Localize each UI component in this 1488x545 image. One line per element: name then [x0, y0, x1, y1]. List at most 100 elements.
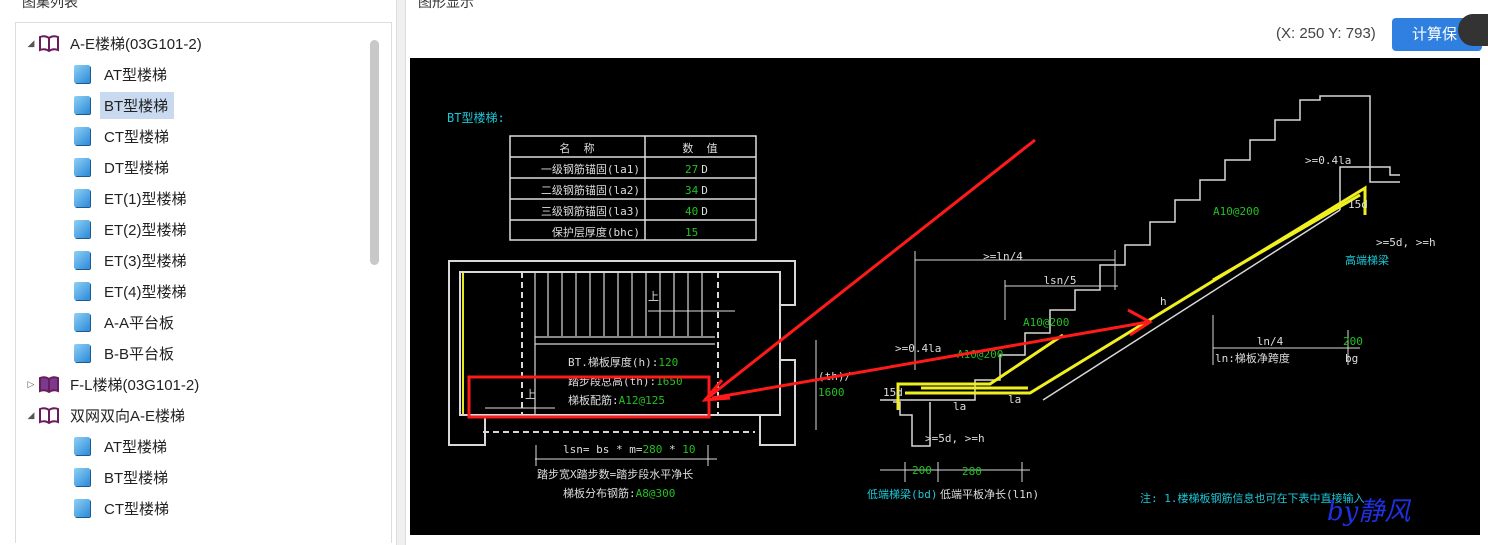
drawing-page-icon [74, 189, 90, 207]
overlay-corner [1458, 14, 1488, 46]
svg-text:梯板分布钢筋:A8@300: 梯板分布钢筋:A8@300 [563, 486, 675, 500]
table-row-value[interactable]: 34 [685, 184, 699, 197]
tree-item-label: ET(3)型楼梯 [104, 252, 187, 270]
expanded-arrow-icon[interactable]: ◢ [27, 37, 35, 48]
tree-item[interactable]: BT型楼梯 [74, 91, 175, 119]
dim-15d-low: 15d [883, 386, 903, 399]
dim-5d-high: >=5d, >=h [1376, 236, 1436, 249]
drawing-page-icon [74, 344, 90, 362]
table-header-name: 名 称 [559, 141, 594, 155]
anchorage-table [509, 135, 757, 241]
rebar-value[interactable]: A12@125 [619, 394, 665, 407]
table-header-value: 数 值 [682, 142, 717, 155]
tree-group[interactable]: ▷F-L楼梯(03G101-2) [24, 371, 205, 397]
high-beam-label: 高端梯梁 [1345, 253, 1389, 267]
tree-group[interactable]: ◢ 双网双向A-E楼梯 [24, 402, 191, 428]
watermark: by静风 [1327, 497, 1411, 527]
tree-item[interactable]: A-A平台板 [74, 309, 180, 335]
tree-item-label: DT型楼梯 [104, 159, 169, 177]
drawing-note: 注: 1.楼梯板钢筋信息也可在下表中直接输入 [1140, 491, 1365, 505]
dim-la-2: la [1008, 393, 1021, 406]
table-row-unit: D [701, 184, 708, 197]
side-dim-value[interactable]: 1600 [818, 386, 845, 399]
low-beam-label: 低端梯梁(bd) [867, 487, 938, 501]
tree-item[interactable]: CT型楼梯 [74, 123, 175, 149]
low-flat-label: 低端平板净长(l1n) [940, 487, 1039, 501]
table-row-name: 保护层厚度(bhc) [552, 225, 640, 239]
right-panel-title: 图形显示 [418, 0, 474, 10]
drawing-page-icon [74, 468, 90, 486]
tree-item-label: BT型楼梯 [100, 91, 175, 119]
table-row-value[interactable]: 27 [685, 163, 698, 176]
drawing-page-icon [74, 96, 90, 114]
drawing-page-icon [74, 65, 90, 83]
drawing-page-icon [74, 251, 90, 269]
tree-item[interactable]: CT型楼梯 [74, 495, 175, 521]
rebar-lines [896, 185, 1367, 410]
tree-item[interactable]: ET(1)型楼梯 [74, 185, 193, 211]
step-width-value[interactable]: 280 [642, 443, 662, 456]
tree-item-label: A-E楼梯(03G101-2) [70, 35, 202, 53]
book-icon [39, 407, 59, 424]
cursor-coordinates: (X: 250 Y: 793) [1276, 25, 1376, 42]
multiply-sign: * [662, 443, 682, 456]
svg-text:34D: 34D [685, 184, 708, 197]
bottom-dim-280[interactable]: 280 [962, 465, 982, 478]
thickness-value[interactable]: 120 [658, 356, 678, 369]
table-row-name: 二级钢筋锚固(la2) [541, 183, 640, 197]
tree-scrollbar[interactable] [370, 40, 379, 265]
panel-splitter[interactable] [396, 0, 406, 545]
rebar-low-label[interactable]: A10@200 [957, 348, 1003, 361]
plan-description: 踏步宽X踏步数=踏步段水平净长 [537, 467, 693, 481]
tree-item-label: 双网双向A-E楼梯 [70, 407, 186, 425]
tree-item-label: CT型楼梯 [104, 128, 169, 146]
dist-rebar-value[interactable]: A8@300 [636, 487, 676, 500]
collapsed-arrow-icon[interactable]: ▷ [27, 378, 35, 389]
svg-text:BT.梯板厚度(h):120: BT.梯板厚度(h):120 [568, 355, 678, 369]
tree-item-label: ET(2)型楼梯 [104, 221, 187, 239]
dim-04la-high: >=0.4la [1305, 154, 1351, 167]
tree-item[interactable]: AT型楼梯 [74, 61, 173, 87]
dim-ln4: ln/4 [1257, 335, 1284, 348]
table-row-name: 三级钢筋锚固(la3) [541, 204, 640, 218]
ln-label: ln:梯板净跨度 [1215, 351, 1290, 365]
tree-item-label: A-A平台板 [104, 314, 175, 332]
table-row-value[interactable]: 15 [685, 226, 698, 239]
bg-label: bg [1345, 352, 1358, 365]
plan-up-label-1: 上 [648, 290, 659, 303]
book-icon [39, 35, 59, 52]
expanded-arrow-icon[interactable]: ◢ [27, 409, 35, 420]
drawing-title: BT型楼梯: [447, 110, 505, 125]
tree-item-label: B-B平台板 [104, 345, 175, 363]
red-annotation [467, 138, 1153, 419]
tree-item[interactable]: ET(3)型楼梯 [74, 247, 193, 273]
drawing-page-icon [74, 127, 90, 145]
dim-04la-low: >=0.4la [895, 342, 941, 355]
table-row-value[interactable]: 40 [685, 205, 698, 218]
stair-plan [448, 260, 796, 446]
drawing-page-icon [74, 158, 90, 176]
dim-5d-low: >=5d, >=h [925, 432, 985, 445]
svg-text:27D: 27D [685, 163, 708, 176]
left-panel-title: 图集列表 [22, 0, 78, 10]
tree-item[interactable]: B-B平台板 [74, 340, 180, 366]
svg-text:lsn= bs * m=280 * 10: lsn= bs * m=280 * 10 [563, 443, 695, 456]
rebar-mid-label[interactable]: A10@200 [1023, 316, 1069, 329]
tree-group[interactable]: ◢ A-E楼梯(03G101-2) [24, 30, 208, 56]
table-row-name: 一级钢筋锚固(la1) [541, 162, 640, 176]
tree-item[interactable]: AT型楼梯 [74, 433, 173, 459]
rebar-top-label[interactable]: A10@200 [1213, 205, 1259, 218]
lsn-label: lsn= bs * m= [563, 443, 643, 456]
bg-value[interactable]: 200 [1343, 335, 1363, 348]
tree-item[interactable]: DT型楼梯 [74, 154, 175, 180]
svg-text:梯板配筋:A12@125: 梯板配筋:A12@125 [568, 393, 665, 407]
tree-item[interactable]: ET(4)型楼梯 [74, 278, 193, 304]
rebar-label: 梯板配筋: [568, 393, 619, 407]
drawing-page-icon [74, 282, 90, 300]
bottom-dim-200[interactable]: 200 [912, 464, 932, 477]
tree-item[interactable]: BT型楼梯 [74, 464, 174, 490]
tree-item[interactable]: ET(2)型楼梯 [74, 216, 193, 242]
step-count-value[interactable]: 10 [682, 443, 695, 456]
